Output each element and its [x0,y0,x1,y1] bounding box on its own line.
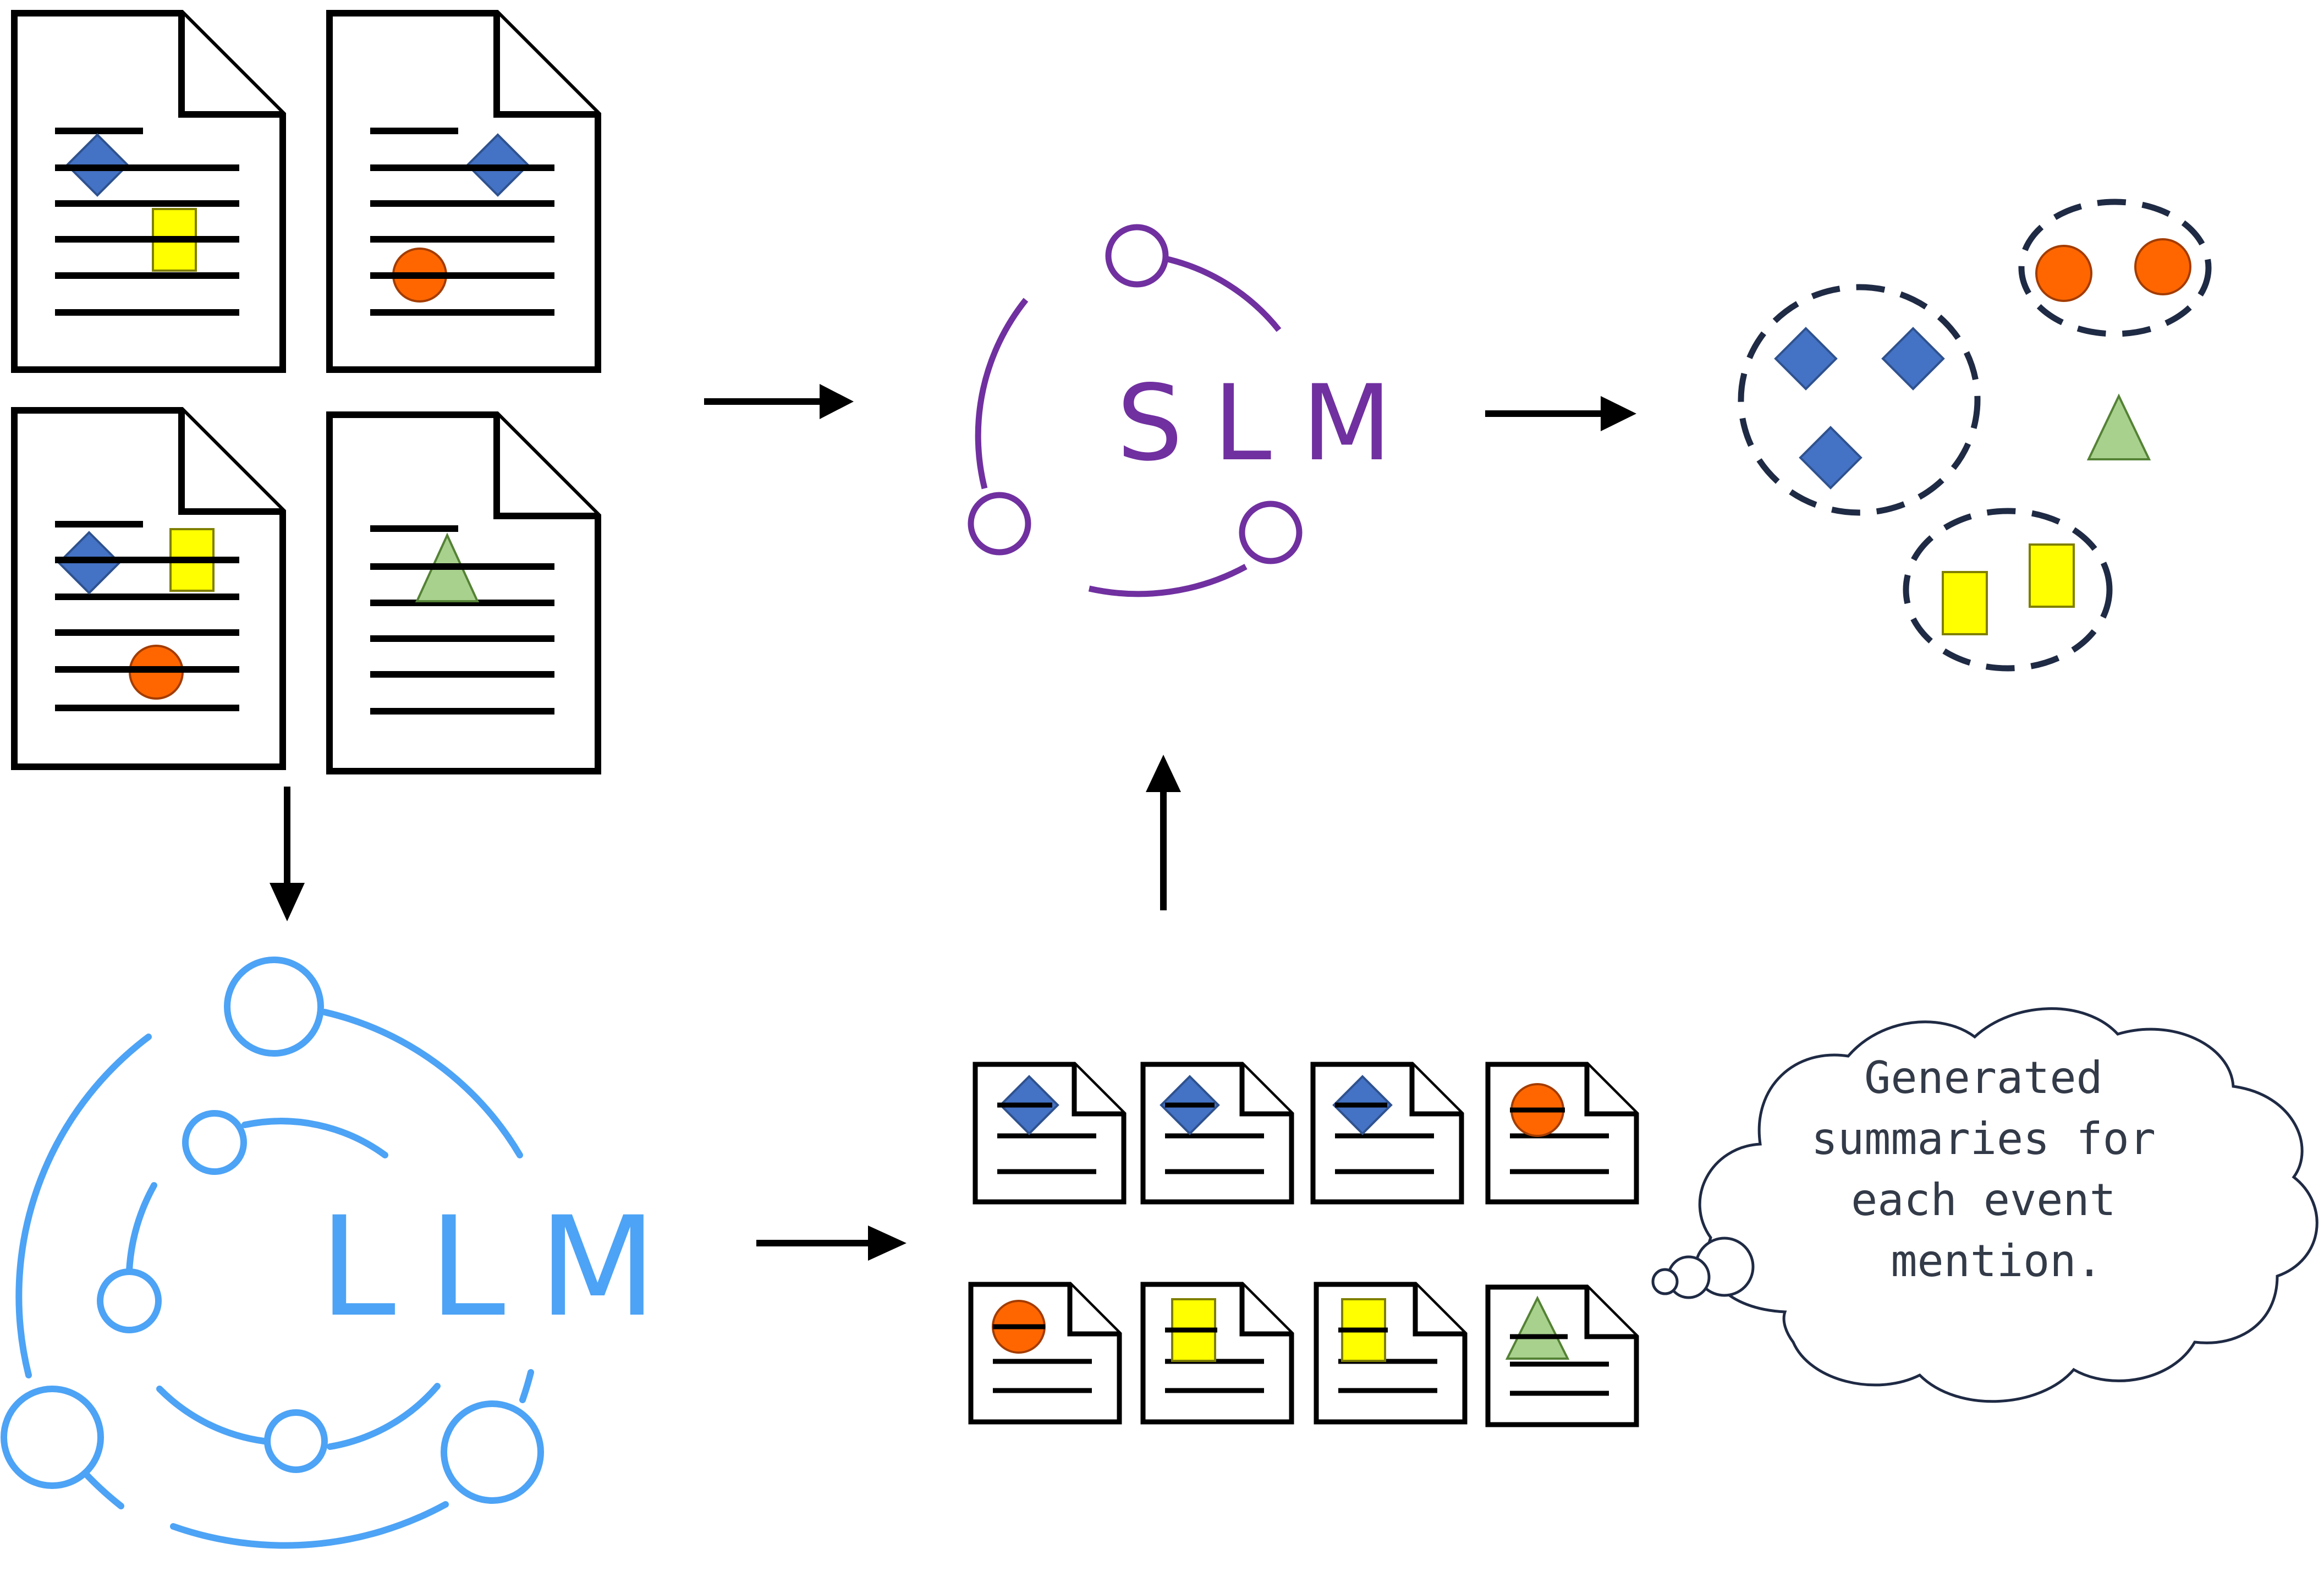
slm-node [968,492,1031,556]
diamond-icon [1774,327,1838,391]
cloud-line: Generated [1864,1052,2102,1103]
document-icon [1488,1064,1636,1202]
cloud-line: mention. [1891,1235,2102,1287]
rectangle-icon [1942,571,1988,635]
arrow-docs-to-llm [270,787,305,921]
summary-documents [971,1064,1636,1425]
llm-node [1,1386,104,1489]
document-icon [329,13,598,370]
diamond-icon [1799,426,1863,490]
document-icon [329,415,598,771]
document-icon [1143,1284,1292,1422]
diamond-cluster [1738,284,1981,516]
llm-node [97,1268,162,1333]
rectangle-cluster [1903,508,2113,672]
document-icon [975,1064,1124,1202]
thought-bubble [1651,1268,1679,1295]
cloud-line: summaries for [1811,1113,2156,1164]
source-documents [14,13,598,771]
event-clusters [1738,199,2212,672]
rectangle-icon [2029,543,2075,608]
arrow-llm-to-summaries [756,1226,906,1261]
slm-logo: SLM [968,224,1422,597]
diamond-icon [1881,327,1945,391]
llm-node [441,1400,544,1504]
document-icon [1316,1284,1465,1422]
circle-icon [2035,245,2092,302]
document-icon [1143,1064,1292,1202]
arrow-summaries-to-slm [1146,755,1181,910]
llm-node [264,1409,328,1473]
circle-icon [2134,238,2191,295]
arrow-slm-to-clusters [1485,396,1636,431]
arrow-docs-to-slm [704,384,854,419]
cloud-text: Generated summaries for each event menti… [1811,1052,2182,1287]
slm-node [1239,501,1303,564]
document-icon [14,13,283,370]
document-icon [1488,1287,1636,1425]
slm-node [1105,224,1169,288]
document-icon [1313,1064,1462,1202]
triangle-icon [1505,1295,1570,1360]
thought-cloud: Generated summaries for each event menti… [1651,1007,2318,1403]
circle-cluster [2018,199,2212,337]
llm-label: LLM [319,1187,690,1347]
llm-node [182,1110,247,1175]
llm-logo: LLM [1,957,690,1549]
slm-label: SLM [1117,362,1422,484]
cloud-line: each event [1851,1174,2116,1226]
document-icon [14,410,283,767]
triangle-icon [2086,393,2151,460]
document-icon [971,1284,1119,1422]
llm-node [224,957,324,1057]
